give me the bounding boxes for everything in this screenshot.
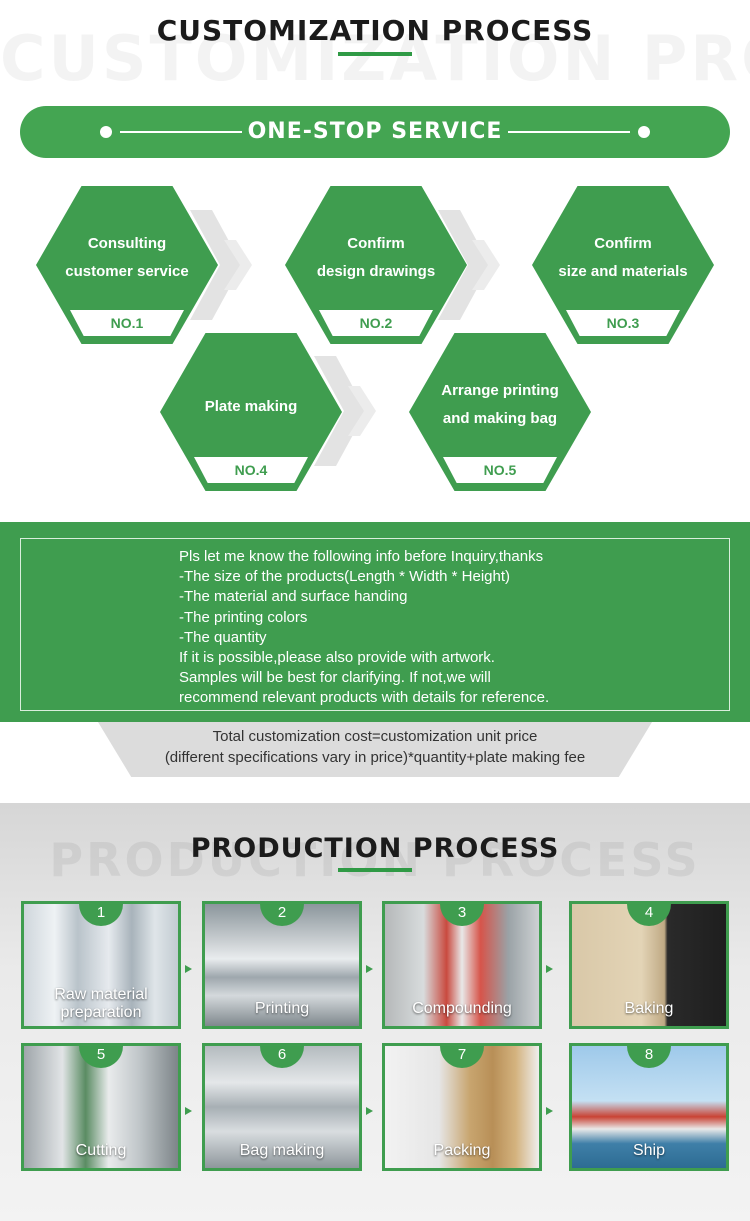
- title-underline: [338, 52, 412, 56]
- inquiry-info-box: Pls let me know the following info befor…: [20, 538, 730, 711]
- step-1-line2: customer service: [65, 263, 189, 280]
- cost-line-2: (different specifications vary in price)…: [164, 748, 586, 766]
- step-number-badge: 6: [260, 1046, 304, 1068]
- baking-photo: 4 Baking: [572, 904, 726, 1026]
- step-number-badge: 2: [260, 904, 304, 926]
- arrow-right-icon: [185, 965, 192, 973]
- info-line: -The quantity: [179, 628, 267, 646]
- info-line: Samples will be best for clarifying. If …: [179, 669, 491, 687]
- step-2-number: NO.2: [319, 310, 433, 336]
- info-line: -The size of the products(Length * Width…: [179, 568, 510, 586]
- banner-right-dot: [638, 126, 650, 138]
- production-step-8: 8 Ship: [569, 1043, 729, 1171]
- cost-formula: Total customization cost=customization u…: [0, 727, 750, 768]
- step-caption: Bag making: [239, 1142, 325, 1159]
- step-2-line1: Confirm: [347, 235, 405, 252]
- production-step-5: 5 Cutting: [21, 1043, 181, 1171]
- step-2-line2: design drawings: [316, 263, 436, 280]
- title-underline: [338, 868, 412, 872]
- step-number-badge: 1: [79, 904, 123, 926]
- step-caption: Ship: [632, 1142, 666, 1159]
- step-caption: Packing: [433, 1142, 491, 1159]
- step-number-badge: 3: [440, 904, 484, 926]
- step-hexagon-5: Arrange printing and making bag NO.5: [409, 333, 591, 491]
- production-step-1: 1 Raw material preparation: [21, 901, 181, 1029]
- customization-watermark-title: CUSTOMIZATION PROCESS: [0, 22, 750, 95]
- cutting-photo: 5 Cutting: [24, 1046, 178, 1168]
- one-stop-service-banner: ONE-STOP SERVICE: [20, 106, 730, 158]
- step-5-line2: and making bag: [442, 410, 558, 427]
- step-caption: Baking: [624, 1000, 674, 1017]
- step-3-number: NO.3: [566, 310, 680, 336]
- info-line: Pls let me know the following info befor…: [179, 548, 544, 565]
- step-4-line1: Plate making: [204, 398, 298, 415]
- cost-line-1: Total customization cost=customization u…: [212, 728, 538, 745]
- step-number-badge: 5: [79, 1046, 123, 1068]
- step-caption: Compounding: [412, 1000, 512, 1017]
- step-4-number: NO.4: [194, 457, 308, 483]
- cost-band: [98, 722, 652, 777]
- bag-making-photo: 6 Bag making: [205, 1046, 359, 1168]
- printing-photo: 2 Printing: [205, 904, 359, 1026]
- arrow-right-icon: [546, 965, 553, 973]
- arrow-right-icon: [366, 1107, 373, 1115]
- step-hexagon-3: Confirm size and materials NO.3: [532, 186, 714, 344]
- ship-photo: 8 Ship: [572, 1046, 726, 1168]
- step-5-number: NO.5: [443, 457, 557, 483]
- arrow-right-icon: [366, 965, 373, 973]
- compounding-photo: 3 Compounding: [385, 904, 539, 1026]
- customization-title: CUSTOMIZATION PROCESS: [156, 14, 594, 47]
- info-line: If it is possible,please also provide wi…: [179, 649, 495, 667]
- chevron-arrow-icon: [314, 356, 376, 466]
- customization-section: CUSTOMIZATION PROCESS CUSTOMIZATION PROC…: [0, 0, 750, 520]
- step-3-line2: size and materials: [558, 263, 688, 280]
- step-3-line1: Confirm: [594, 235, 652, 252]
- chevron-arrow-icon: [190, 210, 252, 320]
- banner-text: ONE-STOP SERVICE: [241, 119, 509, 144]
- packing-photo: 7 Packing: [385, 1046, 539, 1168]
- step-caption: Printing: [254, 1000, 310, 1017]
- step-number-badge: 7: [440, 1046, 484, 1068]
- production-step-2: 2 Printing: [202, 901, 362, 1029]
- production-section: PRODUCTION PROCESS PRODUCTION PROCESS 1 …: [0, 803, 750, 1221]
- info-line: -The printing colors: [179, 608, 308, 626]
- info-line: recommend relevant products with details…: [179, 689, 550, 707]
- step-1-number: NO.1: [70, 310, 184, 336]
- step-1-line1: Consulting: [87, 235, 167, 252]
- production-step-4: 4 Baking: [569, 901, 729, 1029]
- arrow-right-icon: [185, 1107, 192, 1115]
- step-hexagon-1: Consulting customer service NO.1: [36, 186, 218, 344]
- step-hexagon-2: Confirm design drawings NO.2: [285, 186, 467, 344]
- banner-left-dot: [100, 126, 112, 138]
- chevron-arrow-icon: [438, 210, 500, 320]
- production-step-6: 6 Bag making: [202, 1043, 362, 1171]
- info-line: -The material and surface handing: [179, 588, 408, 606]
- step-number-badge: 4: [627, 904, 671, 926]
- raw-material-photo: 1 Raw material preparation: [24, 904, 178, 1026]
- production-watermark-title: PRODUCTION PROCESS: [49, 833, 701, 887]
- production-step-7: 7 Packing: [382, 1043, 542, 1171]
- step-5-line1: Arrange printing: [441, 382, 559, 399]
- step-hexagon-4: Plate making NO.4: [160, 333, 342, 491]
- production-title: PRODUCTION PROCESS: [190, 833, 560, 864]
- step-number-badge: 8: [627, 1046, 671, 1068]
- inquiry-info-section: Pls let me know the following info befor…: [0, 522, 750, 722]
- production-step-3: 3 Compounding: [382, 901, 542, 1029]
- step-caption: Cutting: [75, 1142, 127, 1159]
- step-caption: Raw material preparation: [54, 986, 148, 1021]
- arrow-right-icon: [546, 1107, 553, 1115]
